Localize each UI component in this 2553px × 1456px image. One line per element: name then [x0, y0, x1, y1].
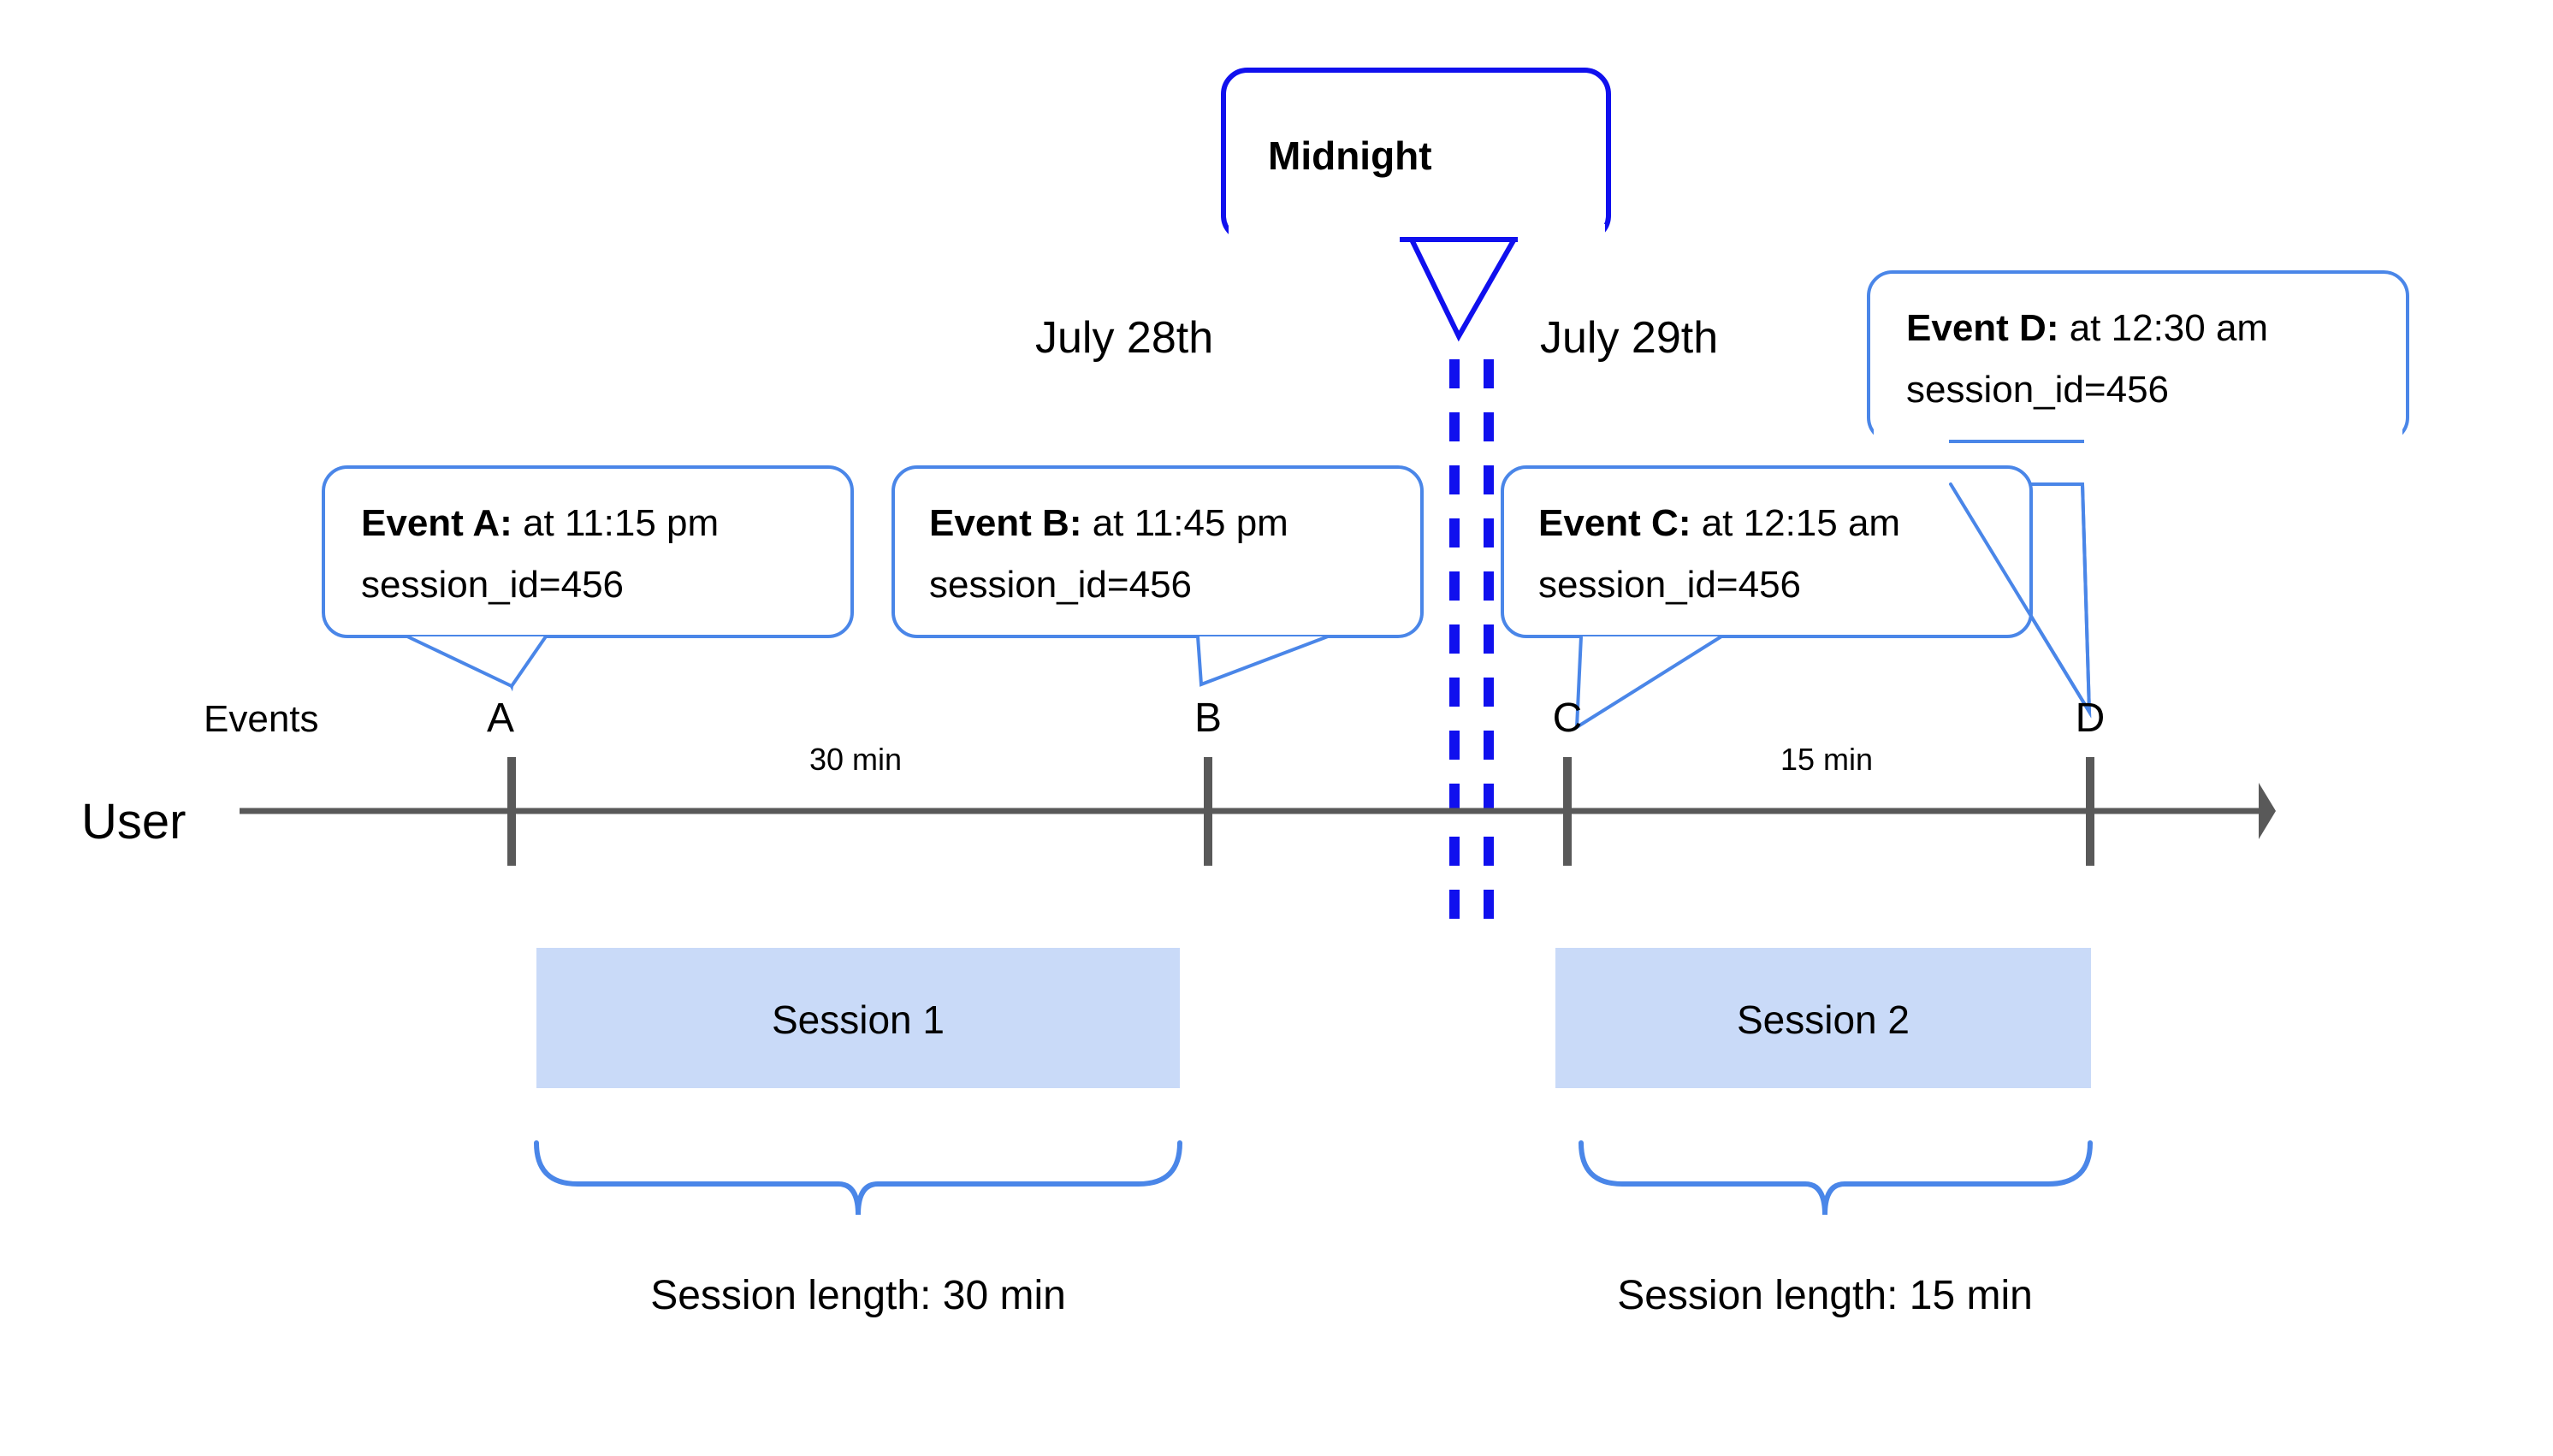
- timeline-axis: [240, 757, 2276, 866]
- event-d-callout-box: [1867, 270, 2409, 443]
- event-b-rest: at 11:45 pm: [1081, 502, 1288, 544]
- duration-label-15min: 15 min: [1780, 742, 1873, 777]
- event-callout-b[interactable]: Event B: at 11:45 pm session_id=456: [891, 465, 1424, 687]
- event-d-line2: session_id=456: [1906, 369, 2169, 411]
- session-length-label-2: Session length: 15 min: [1617, 1273, 2033, 1318]
- session-box-1[interactable]: [536, 948, 1180, 1088]
- event-b-line2: session_id=456: [929, 564, 1192, 606]
- session-label-1: Session 1: [772, 997, 945, 1042]
- event-b-bold: Event B:: [929, 502, 1081, 544]
- event-c-line1: Event C: at 12:15 am: [1538, 502, 1900, 544]
- event-c-tail-outline: [1574, 635, 1723, 731]
- event-c-line2: session_id=456: [1538, 564, 1801, 606]
- event-a-rest: at 11:15 pm: [512, 502, 719, 544]
- date-label-july-28: July 28th: [1035, 313, 1213, 363]
- event-a-bold: Event A:: [361, 502, 512, 544]
- event-letter-d: D: [2076, 695, 2106, 741]
- midnight-callout-box: [1221, 68, 1611, 242]
- session-label-2: Session 2: [1737, 997, 1910, 1042]
- event-a-line1: Event A: at 11:15 pm: [361, 502, 719, 544]
- event-a-callout-box: [322, 465, 854, 638]
- events-axis-label: Events: [204, 698, 319, 740]
- session-brace-2: [1579, 1140, 2093, 1216]
- midnight-tail-mask-right: [1518, 224, 1605, 243]
- event-d-tail-mask-left: [1874, 426, 1949, 445]
- midnight-label: Midnight: [1268, 133, 1432, 178]
- event-letter-c: C: [1553, 695, 1583, 741]
- event-d-tail-mask-right: [2084, 426, 2402, 445]
- midnight-callout-tail: [1406, 234, 1521, 342]
- midnight-tail-mask-left: [1229, 224, 1400, 243]
- midnight-callout[interactable]: Midnight: [1221, 68, 1611, 342]
- event-callout-a[interactable]: Event A: at 11:15 pm session_id=456: [322, 465, 854, 692]
- event-callout-c[interactable]: Event C: at 12:15 am session_id=456: [1501, 465, 2033, 731]
- duration-label-30min: 30 min: [809, 742, 902, 777]
- event-a-tail-outline: [406, 635, 548, 689]
- event-c-rest: at 12:15 am: [1691, 502, 1900, 544]
- event-c-callout-box: [1501, 465, 2033, 638]
- session-box-2[interactable]: [1555, 948, 2091, 1088]
- midnight-divider: [1449, 359, 1494, 932]
- event-b-line1: Event B: at 11:45 pm: [929, 502, 1288, 544]
- event-letter-a: A: [487, 695, 514, 741]
- event-b-callout-box: [891, 465, 1424, 638]
- event-d-bold: Event D:: [1906, 307, 2058, 349]
- event-d-tail-overlay: [1949, 482, 2092, 719]
- event-a-line2: session_id=456: [361, 564, 624, 606]
- session-brace-1: [534, 1140, 1182, 1216]
- event-d-line1: Event D: at 12:30 am: [1906, 307, 2268, 349]
- date-label-july-29: July 29th: [1540, 313, 1718, 363]
- event-c-bold: Event C:: [1538, 502, 1691, 544]
- event-d-rest: at 12:30 am: [2058, 307, 2268, 349]
- timeline-arrow-icon: [2259, 783, 2276, 839]
- event-b-tail-outline: [1196, 635, 1329, 687]
- session-length-label-1: Session length: 30 min: [650, 1273, 1066, 1318]
- event-letter-b: B: [1194, 695, 1222, 741]
- user-axis-label: User: [81, 794, 186, 849]
